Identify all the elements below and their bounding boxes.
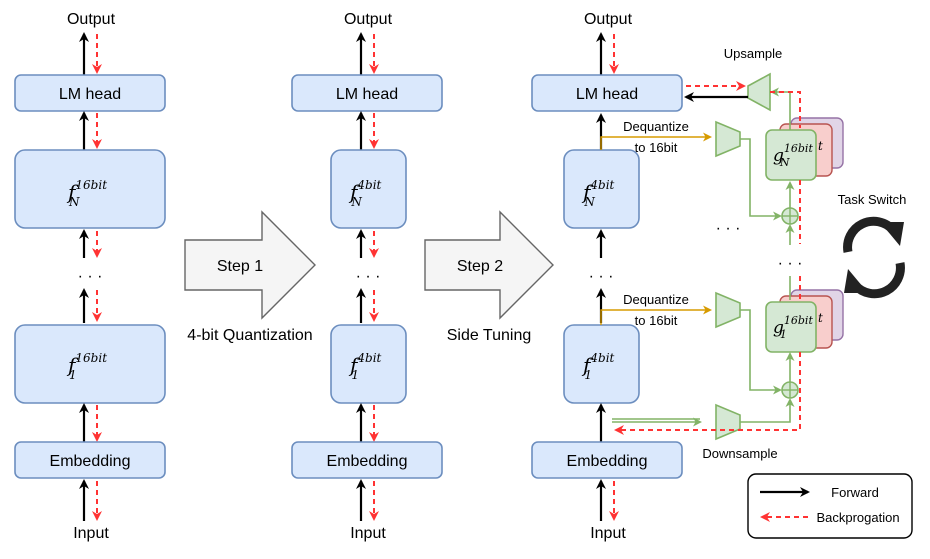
lm-head-block [14,74,166,112]
legend-backprop-label: Backprogation [816,510,899,525]
side-layer-n-block [765,129,817,181]
cycle-arrows-icon [843,216,905,299]
legend: Forward Backprogation [747,473,913,539]
embedding-block [291,441,443,479]
layer-n-block [14,149,166,229]
lm-head-label: LM head [576,86,638,103]
legend-forward-label: Forward [831,485,879,500]
lm-head-block [291,74,443,112]
svg-text:t: t [818,139,823,153]
embedding-block [14,441,166,479]
input-label: Input [350,525,386,542]
downsample-label: Downsample [702,446,777,461]
step-2-caption: Side Tuning [447,327,532,344]
lm-head-label: LM head [59,86,121,103]
embedding-label: Embedding [327,453,408,470]
step-1-caption: 4-bit Quantization [187,327,312,344]
dequantize-top-label-1: Dequantize [623,119,689,134]
input-label: Input [73,525,109,542]
layer-1-block [14,324,166,404]
lm-head-block [531,74,683,112]
lm-head-label: LM head [336,86,398,103]
task-switch-label: Task Switch [838,192,907,207]
side-ellipsis-mid: · · · [716,220,741,237]
output-label: Output [584,11,633,28]
step-1-label: Step 1 [217,258,263,275]
downsample-block [715,403,741,441]
dequantize-bottom-label-1: Dequantize [623,292,689,307]
step-2-arrow: Step 2 Side Tuning [424,210,554,344]
embedding-block [531,441,683,479]
input-label: Input [590,525,626,542]
step-1-arrow: Step 1 4-bit Quantization [184,210,316,344]
svg-text:t: t [818,311,823,325]
task-switch: Task Switch [838,192,907,299]
output-label: Output [67,11,116,28]
upsample-block [747,72,771,112]
layer-n-block [330,149,407,229]
side-ellipsis-vertical: · · · [778,255,803,272]
dequantize-bottom-block [715,291,741,329]
step-2-label: Step 2 [457,258,503,275]
dequantize-bottom-label-2: to 16bit [635,313,678,328]
upsample-label: Upsample [724,46,783,61]
legend-box [747,473,913,539]
layer-1-block [330,324,407,404]
layer-ellipsis: · · · [78,268,103,285]
embedding-label: Embedding [50,453,131,470]
embedding-label: Embedding [567,453,648,470]
output-label: Output [344,11,393,28]
layer-ellipsis: · · · [589,268,614,285]
side-network: Dequantize to 16bit Dequantize to 16bit … [600,46,844,461]
layer-ellipsis: · · · [356,268,381,285]
dequantize-top-label-2: to 16bit [635,140,678,155]
dequantize-top-block [715,120,741,158]
